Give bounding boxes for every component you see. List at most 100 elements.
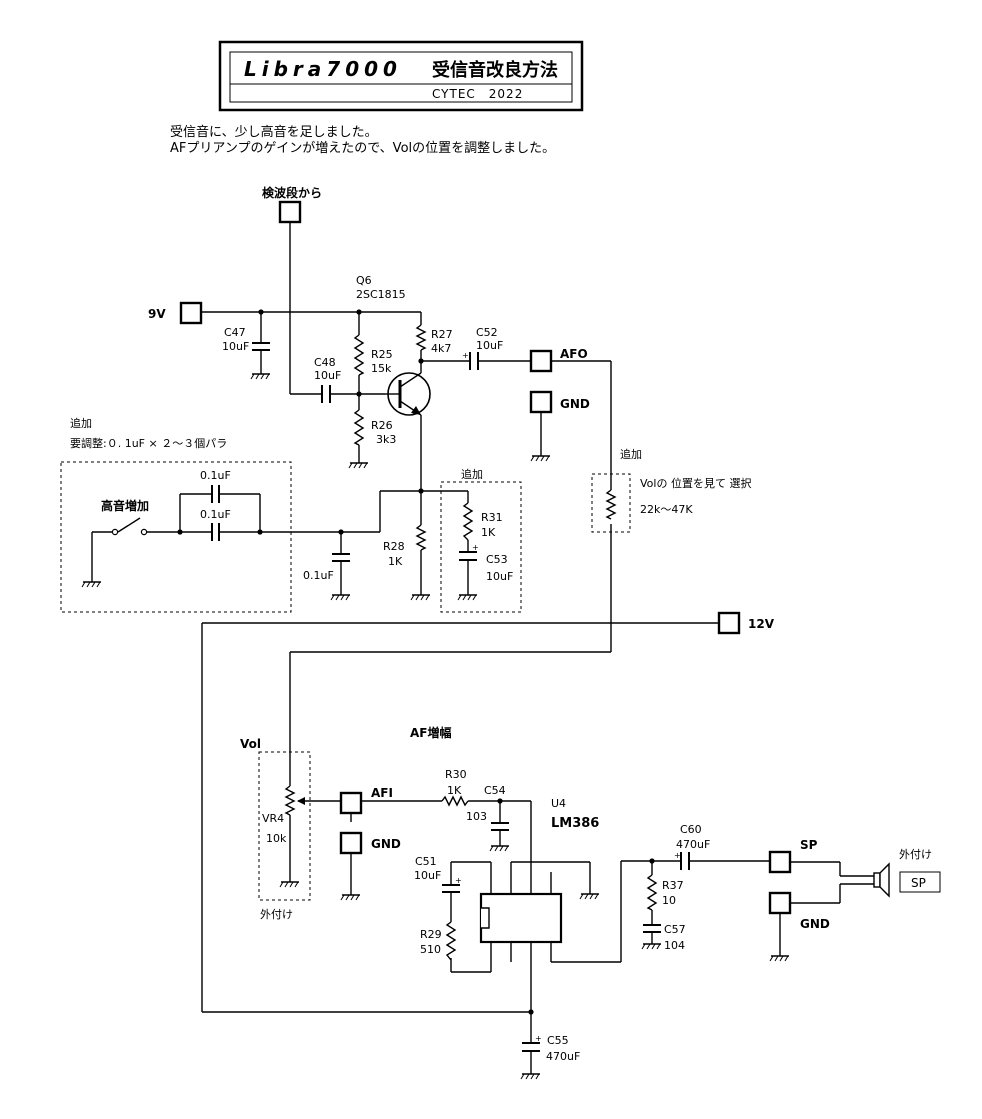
r29-ref: R29 [420,928,442,941]
ground-icon [279,881,299,888]
r30-ref: R30 [445,768,467,781]
r37-value: 10 [662,894,676,907]
pad-afo [529,349,553,373]
r28-ref: R28 [383,540,405,553]
treble-boost-box [60,461,292,613]
r26-ref: R26 [371,419,393,432]
c52-ref: C52 [476,326,498,339]
q6-ref: Q6 [356,274,372,287]
added-note-2: 追加 [461,467,483,481]
r27-resistor [415,324,427,351]
ground-icon [81,581,101,588]
svg-text:+: + [472,543,479,552]
pad-detector-input [278,200,302,224]
vol-external-box [258,751,311,901]
vr4-wiper [297,797,305,805]
preamp-wires [91,222,542,595]
label-sp: SP [800,838,818,852]
c47-capacitor [252,342,270,351]
c60-ref: C60 [680,823,702,836]
c55-value: 470uF [546,1050,580,1063]
c48-value: 10uF [314,369,341,382]
c54-value: 103 [466,810,487,823]
label-gnd-preamp: GND [560,397,590,411]
r31-resistor [462,502,474,541]
added-note-3: 追加 [620,447,642,461]
ground-icon [641,943,661,950]
title-block: Libra7000 受信音改良方法 CYTEC 2022 [218,40,584,112]
ground-icon [348,462,368,469]
r28-resistor [415,524,427,551]
u4-ref: U4 [551,797,566,810]
vol-note-1: Volの 位置を見て 選択 [640,476,751,490]
c53-ref: C53 [486,553,508,566]
added-capacitor-2-value: 0.1uF [200,508,231,521]
c54-capacitor [491,822,509,831]
ground-symbols [81,373,789,1080]
r26-resistor [353,409,365,446]
description-line-1: 受信音に、少し高音を足しました。 [170,124,378,140]
vr4-ref: VR4 [262,812,284,825]
sp-box [899,871,941,893]
pad-sp [768,850,792,874]
c47-ref: C47 [224,326,246,339]
adjust-note: 要調整:０. 1uF × ２〜３個パラ [70,436,227,450]
r25-resistor [353,334,365,376]
label-vol: Vol [240,737,261,751]
c60-value: 470uF [676,838,710,851]
title-subject: 受信音改良方法 [432,59,558,81]
r29-value: 510 [420,943,441,956]
vol-external-label: 外付け [260,908,293,921]
c47-value: 10uF [222,340,249,353]
c57-ref: C57 [664,923,686,936]
label-gnd-sp: GND [800,917,830,931]
ground-icon [769,955,789,962]
c52-value: 10uF [476,339,503,352]
vr4-value: 10k [266,832,287,845]
ground-icon [520,1073,540,1080]
added-series-resistor [605,489,617,520]
ground-icon [457,594,477,601]
pad-gnd-sp [768,891,792,915]
svg-text:+: + [462,351,469,360]
label-12v: 12V [748,617,775,631]
treble-boost-label: 高音増加 [101,498,149,513]
r31-ref: R31 [481,511,503,524]
added-capacitor-3 [332,553,350,562]
c51-capacitor: + [442,876,462,893]
r26-value: 3k3 [376,433,396,446]
r27-value: 4k7 [431,342,451,355]
r31-value: 1K [481,526,496,539]
u4-lm386 [479,892,563,944]
c57-value: 104 [664,939,685,952]
c60-capacitor: + [674,851,690,870]
r27-ref: R27 [431,328,453,341]
sp-box-label: SP [911,876,926,890]
ground-icon [489,845,509,852]
label-detector-input: 検波段から [262,185,322,200]
label-gnd-amp: GND [371,837,401,851]
interstage-wires [201,360,719,1013]
c48-ref: C48 [314,356,336,369]
q6-transistor [385,372,431,416]
ground-icon [530,455,550,462]
r25-value: 15k [371,362,392,375]
junction-dots [177,309,655,1015]
added-capacitor-3-value: 0.1uF [303,569,334,582]
pad-gnd-preamp [529,390,553,414]
r28-value: 1K [388,555,403,568]
label-afi: AFI [371,786,393,800]
c48-capacitor [321,385,331,403]
af-amp-label: AF増幅 [410,725,452,740]
pad-9v [179,301,203,325]
pad-12v [717,611,741,635]
ground-icon [330,594,350,601]
c52-capacitor: + [462,351,479,370]
speaker-external-label: 外付け [899,848,932,861]
title-credit: CYTEC 2022 [432,87,523,101]
c53-capacitor: + [459,543,479,561]
svg-text:+: + [674,851,681,860]
c53-value: 10uF [486,570,513,583]
c55-capacitor: + [522,1034,542,1052]
